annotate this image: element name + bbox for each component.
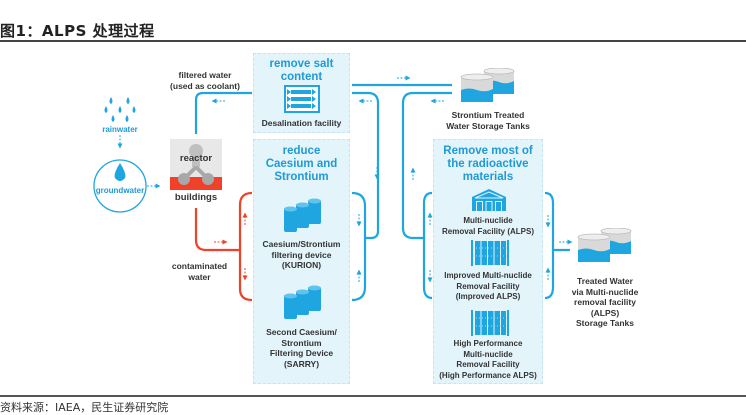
contaminated-line-2: water [188, 271, 211, 282]
reactor-icon [178, 144, 214, 185]
strontium-tanks-line-1: Strontium Treated [451, 110, 525, 120]
facility-building-icon [472, 189, 506, 211]
desalination-title-1: remove salt [269, 58, 334, 70]
alps-panel: Remove most of the radioactive materials… [433, 139, 543, 384]
kurion-line-1: Caesium/Strontium [262, 239, 341, 249]
tanks-to-alps-line [401, 91, 452, 240]
treated-tanks-line-4: (ALPS) [590, 307, 620, 318]
coolant-line [194, 91, 252, 134]
filtered-water-line-2: (used as coolant) [170, 80, 240, 91]
treated-tanks-line-5: Storage Tanks [576, 318, 634, 328]
high-perf-line-4: (High Performance ALPS) [439, 370, 537, 380]
alps-title-1: Remove most of [443, 145, 533, 157]
sarry-line-4: (SARRY) [283, 358, 320, 369]
treated-tanks-line-1: Treated Water [577, 276, 633, 286]
kurion-label: Caesium/Strontium filtering device (KURI… [254, 239, 349, 271]
kurion-line-3: (KURION) [281, 260, 322, 270]
contaminated-line-1: contaminated [171, 261, 228, 271]
alps-title-2: the radioactive [447, 158, 529, 170]
caesium-bracket-left [238, 191, 253, 302]
filter-cylinders-icon [284, 285, 321, 319]
treated-tanks-label: Treated Water via Multi-nuclide removal … [560, 276, 650, 329]
improved-alps-line-1: Improved Multi-nuclide [444, 271, 532, 280]
caesium-panel: reduce Caesium and Strontium Caesium/Str… [253, 139, 350, 384]
storage-tanks-icon [460, 68, 515, 102]
filtered-water-line-1: filtered water [178, 70, 232, 80]
contaminated-water-label: contaminated water [162, 261, 237, 282]
high-perf-line-3: Removal Facility [456, 360, 520, 369]
desalination-icon [284, 85, 320, 113]
improved-alps-line-3: (Improved ALPS) [455, 292, 521, 301]
source-note: 资料来源：IAEA，民生证券研究院 [0, 401, 169, 414]
top-divider [0, 40, 746, 42]
caesium-bracket-right [351, 191, 367, 302]
reactor-building: reactor [170, 139, 222, 190]
high-perf-line-2: Multi-nuclide [463, 349, 513, 359]
groundwater-label: groundwater [95, 186, 145, 195]
alps-line-1: Multi-nuclide [463, 216, 513, 225]
reactor-label: reactor [179, 153, 213, 164]
improved-alps-label: Improved Multi-nuclide Removal Facility … [434, 271, 542, 303]
sarry-line-1: Second Caesium/ [266, 327, 337, 337]
alps-facility-label: Multi-nuclide Removal Facility (ALPS) [434, 216, 542, 237]
desalination-label: Desalination facility [261, 118, 342, 128]
alps-bracket-right [544, 191, 555, 300]
buildings-label: buildings [174, 192, 218, 203]
treated-tanks-line-2: via Multi-nuclide [571, 286, 639, 297]
storage-tanks-icon [577, 228, 632, 262]
sarry-line-2: Strontium [281, 337, 322, 348]
desalination-title-2: content [280, 71, 323, 83]
sarry-label: Second Caesium/ Strontium Filtering Devi… [254, 327, 349, 369]
filter-rack-icon [471, 310, 509, 336]
contaminated-line [194, 208, 240, 252]
filter-cylinders-icon [284, 198, 321, 232]
rainwater-label: rainwater [102, 125, 138, 134]
sarry-line-3: Filtering Device [269, 348, 334, 358]
alps-line-2: Removal Facility (ALPS) [441, 226, 535, 236]
filtered-water-label: filtered water (used as coolant) [160, 70, 250, 91]
caesium-return-line [352, 91, 380, 240]
treated-tanks-line-3: removal facility [574, 297, 636, 307]
high-perf-alps-label: High Performance Multi-nuclide Removal F… [434, 339, 542, 381]
high-perf-line-1: High Performance [453, 339, 523, 348]
strontium-tanks-line-2: Water Storage Tanks [446, 120, 530, 131]
caesium-title-1: reduce [282, 145, 321, 157]
bottom-divider [0, 395, 746, 397]
alps-bracket-left [422, 191, 433, 300]
figure-title: 图1：ALPS 处理过程 [0, 22, 155, 40]
alps-title-3: materials [462, 171, 514, 183]
groundwater-circle [93, 159, 147, 213]
improved-alps-line-2: Removal Facility [456, 281, 520, 291]
kurion-line-2: filtering device [271, 249, 332, 260]
strontium-tanks-label: Strontium Treated Water Storage Tanks [432, 110, 544, 131]
filter-rack-icon [471, 240, 509, 266]
desalination-panel: remove salt content Desalination facilit… [253, 53, 350, 133]
water-drop-icon [114, 163, 126, 181]
caesium-title-2: Caesium and [265, 158, 338, 170]
caesium-title-3: Strontium [274, 171, 329, 183]
raindrops-icon [104, 97, 136, 122]
